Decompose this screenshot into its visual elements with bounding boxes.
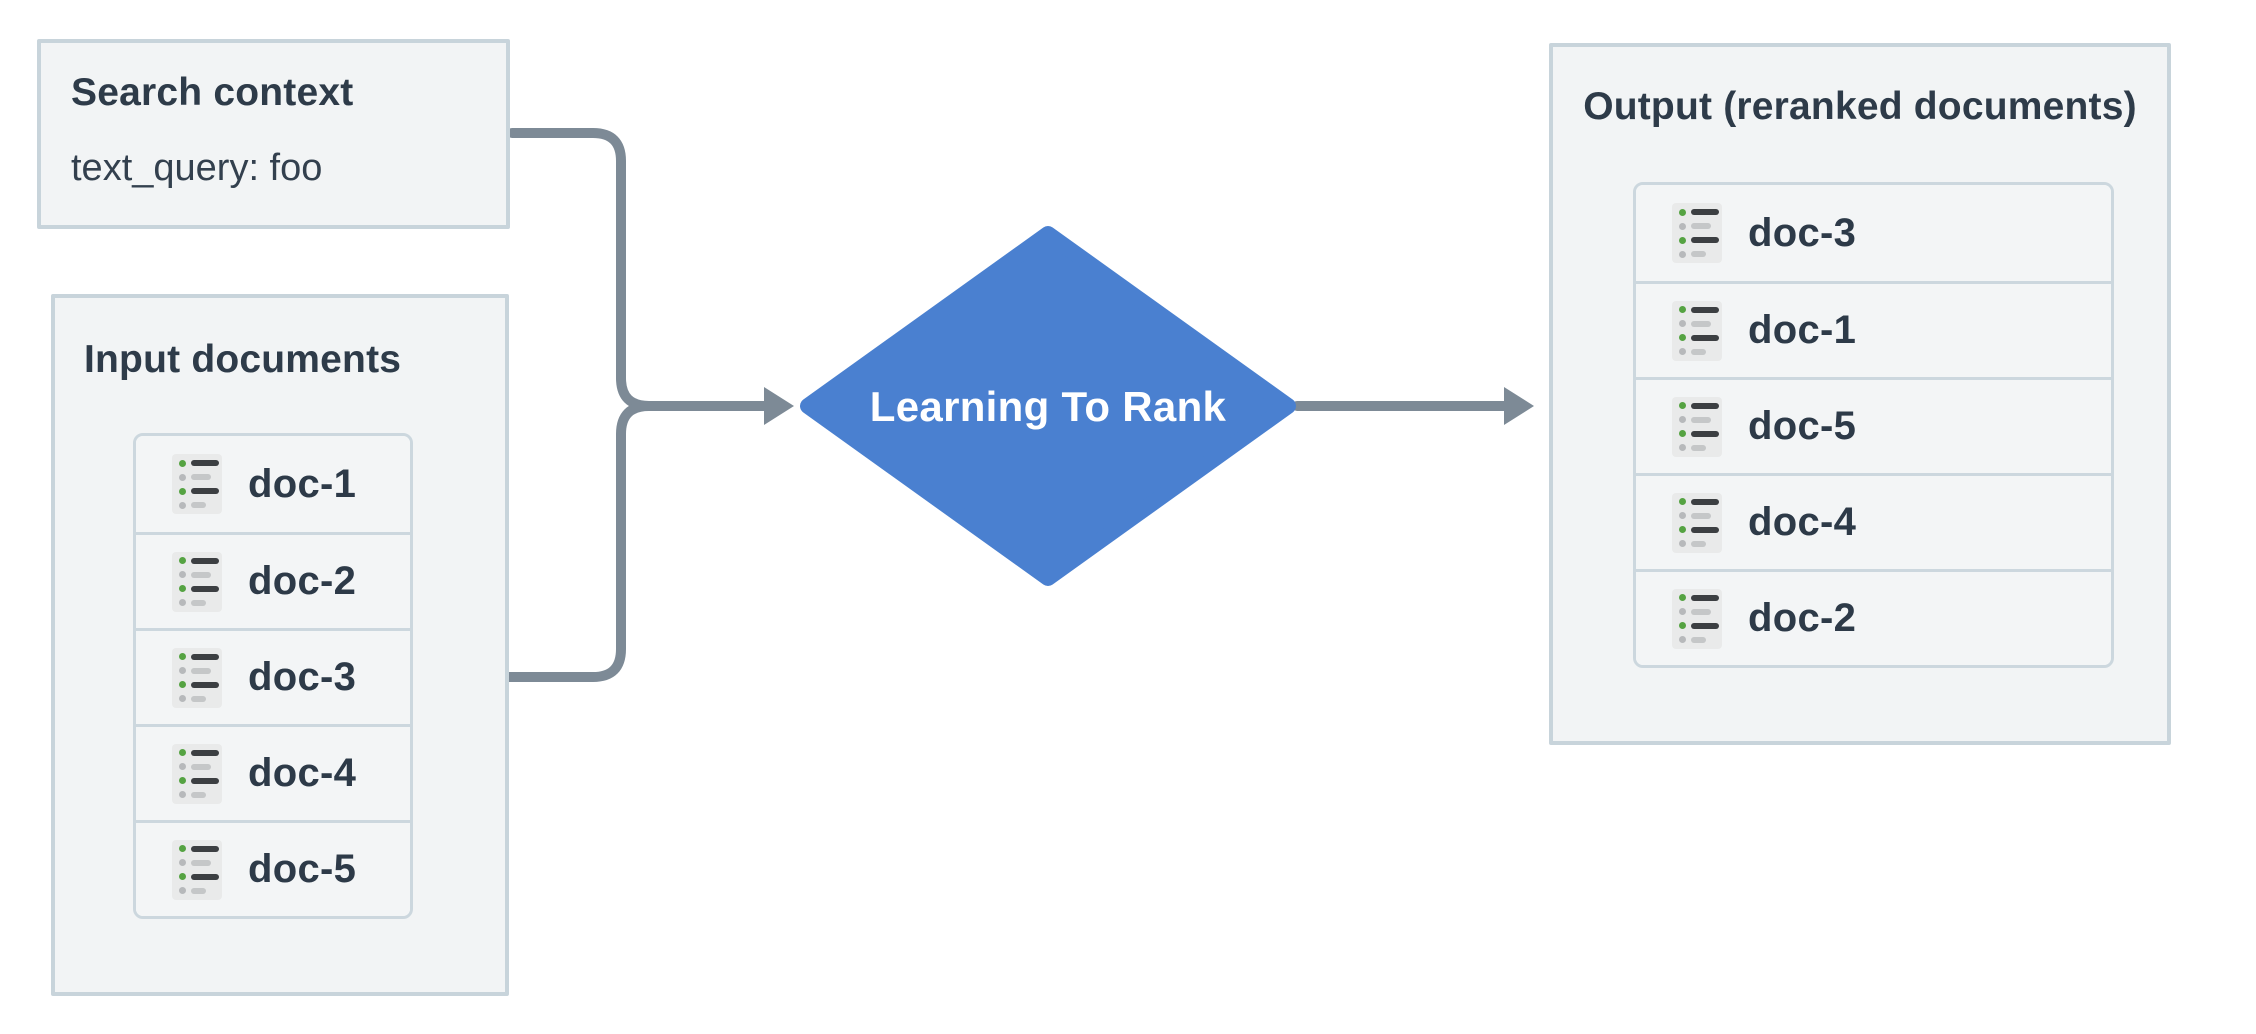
document-list-icon	[1672, 396, 1722, 457]
doc-label: doc-2	[248, 559, 357, 603]
doc-row: doc-2	[136, 532, 410, 628]
text-query-value: text_query: foo	[71, 147, 323, 189]
doc-row: doc-5	[136, 820, 410, 916]
learning-to-rank-label: Learning To Rank	[869, 382, 1227, 430]
input-documents-box: Input documents doc-1	[51, 294, 509, 996]
doc-row: doc-5	[1636, 377, 2111, 473]
doc-label: doc-4	[248, 751, 357, 795]
search-context-title: Search context	[71, 71, 354, 114]
doc-label: doc-3	[1748, 210, 1857, 255]
doc-row: doc-1	[1636, 281, 2111, 377]
document-list-icon	[172, 454, 222, 514]
doc-row: doc-4	[1636, 473, 2111, 569]
document-list-icon	[172, 551, 222, 612]
input-doc-list: doc-1 doc-2	[133, 433, 413, 919]
doc-label: doc-4	[1748, 500, 1857, 544]
doc-label: doc-5	[1748, 404, 1857, 448]
doc-row: doc-3	[136, 628, 410, 724]
merge-arrowhead-icon	[764, 387, 794, 425]
output-title: Output (reranked documents)	[1583, 85, 2137, 128]
output-reranked-box: Output (reranked documents) doc-3	[1549, 43, 2171, 745]
doc-label: doc-5	[248, 847, 357, 891]
doc-row: doc-2	[1636, 569, 2111, 665]
document-list-icon	[1672, 492, 1722, 553]
doc-label: doc-3	[248, 655, 357, 699]
doc-label: doc-1	[1748, 308, 1857, 352]
doc-label: doc-2	[1748, 596, 1857, 640]
doc-row: doc-4	[136, 724, 410, 820]
output-doc-list: doc-3 doc-1	[1633, 182, 2114, 668]
document-list-icon	[172, 839, 222, 900]
document-list-icon	[172, 647, 222, 708]
input-documents-title: Input documents	[84, 338, 402, 381]
doc-label: doc-1	[248, 461, 357, 506]
input-documents-connector	[500, 401, 654, 682]
learning-to-rank-diamond	[800, 226, 1296, 586]
document-list-icon	[172, 743, 222, 804]
search-context-connector	[507, 128, 769, 411]
doc-row: doc-1	[136, 436, 410, 532]
output-arrowhead-icon	[1504, 387, 1534, 425]
document-list-icon	[1672, 203, 1722, 263]
doc-row: doc-3	[1636, 185, 2111, 281]
search-context-box: Search context text_query: foo	[37, 39, 510, 229]
document-list-icon	[1672, 300, 1722, 361]
document-list-icon	[1672, 588, 1722, 649]
